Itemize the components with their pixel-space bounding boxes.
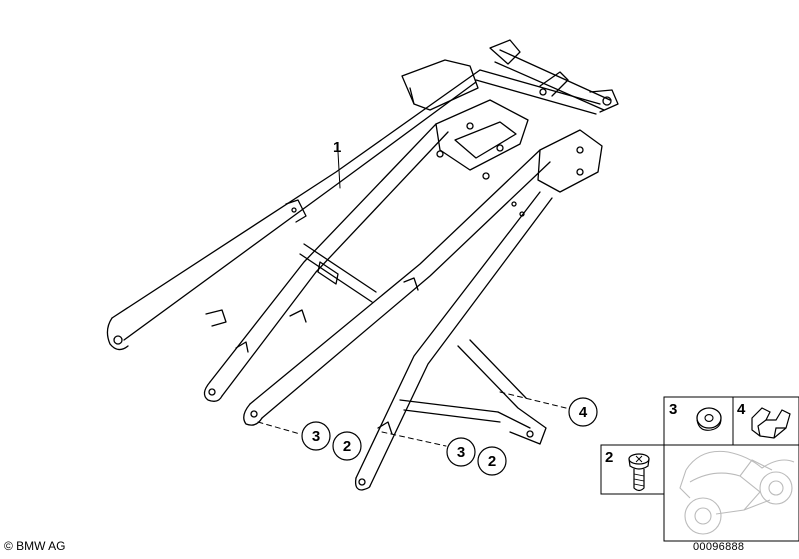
legend (600, 396, 799, 542)
legend-label-screw: 2 (605, 449, 613, 466)
callout-grommet: 4 (579, 404, 588, 421)
leader-line-frame (337, 151, 341, 189)
clip-icon (751, 407, 791, 439)
rear-subframe (106, 39, 619, 491)
callout-circle-grommet: 4 (568, 397, 598, 427)
leader-lines (257, 391, 567, 447)
legend-label-washer: 3 (669, 401, 677, 418)
callout-frame: 1 (333, 139, 341, 156)
callout-circle-left-screw: 2 (332, 431, 362, 461)
callout-circle-right-screw: 2 (477, 446, 507, 476)
callout-left-washer: 3 (312, 428, 320, 445)
washer-icon (696, 407, 722, 431)
callout-circle-left-washer: 3 (301, 421, 331, 451)
screw-icon (628, 453, 650, 492)
callouts: 1 3 2 3 2 4 (301, 139, 598, 476)
callout-right-screw: 2 (488, 453, 496, 470)
callout-circle-right-washer: 3 (446, 437, 476, 467)
callout-left-screw: 2 (343, 438, 351, 455)
copyright-text: © BMW AG (4, 539, 66, 553)
document-number: 00096888 (693, 541, 745, 553)
legend-label-clip: 4 (737, 401, 746, 418)
motorcycle-icon (679, 450, 795, 535)
callout-right-washer: 3 (457, 444, 465, 461)
